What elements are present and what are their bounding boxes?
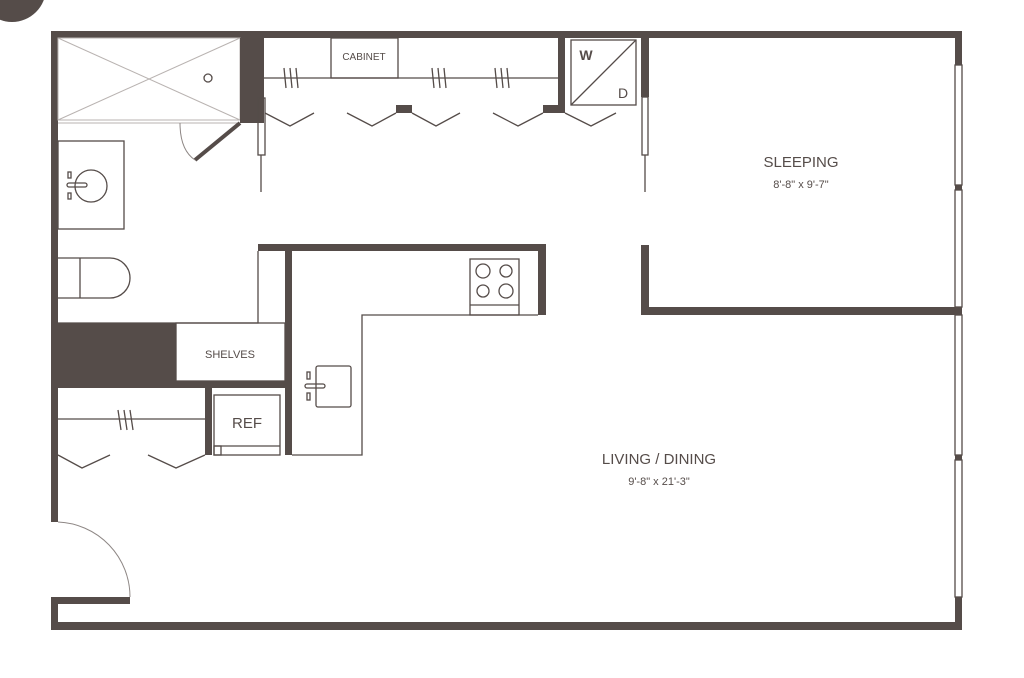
living-dining-dimensions: 9'-8" x 21'-3" [628,476,690,488]
sleeping-dimensions: 8'-8" x 9'-7" [773,179,829,191]
dryer-label: D [618,85,628,101]
exterior-walls [51,31,962,630]
shelves-label: SHELVES [205,349,255,361]
sleeping-label: SLEEPING [763,154,838,171]
mechanical-chase [58,323,176,386]
closet-top-bifold-doors[interactable] [264,112,617,127]
cabinet-label: CABINET [342,52,385,63]
kitchen-sink [304,365,352,408]
shower [57,37,241,124]
washer-label: W [579,47,593,63]
ref-label: REF [232,415,262,432]
refrigerator: REF [213,394,281,456]
left-sliding-door[interactable] [257,97,266,192]
living-dining-label: LIVING / DINING [602,451,716,468]
bathroom-door[interactable] [179,121,242,162]
windows [954,64,963,598]
closet-lower [58,409,205,431]
kitchen-counter [292,314,538,456]
washer-dryer: W D [570,39,637,106]
room-sleeping: SLEEPING 8'-8" x 9'-7" [763,154,838,191]
toilet [58,257,131,299]
room-living-dining: LIVING / DINING 9'-8" x 21'-3" [602,451,716,488]
closet-top: CABINET [264,37,558,89]
stove [469,258,520,316]
sleeping-sliding-door[interactable] [641,96,649,192]
corner-badge [0,0,44,22]
closet-lower-bifold-doors[interactable] [57,454,206,469]
shelves: SHELVES [175,322,286,382]
entry-door[interactable] [57,521,131,598]
bathroom-vanity [57,140,125,230]
